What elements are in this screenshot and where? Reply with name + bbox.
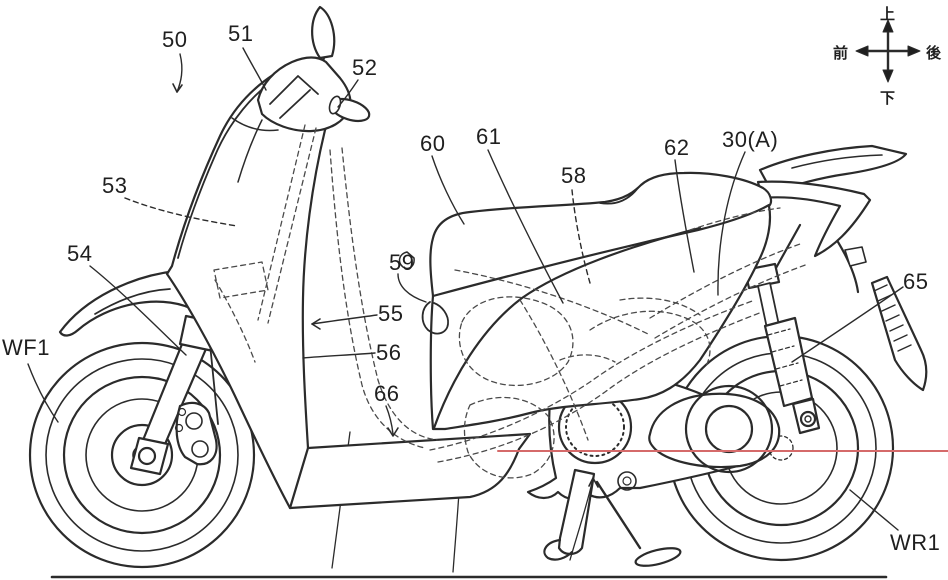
ref-label-59: 59	[389, 250, 415, 275]
compass-down-label: 下	[880, 89, 896, 107]
seat-hook	[421, 301, 449, 335]
ref-label-58: 58	[561, 163, 587, 188]
ref-label-62: 62	[664, 135, 690, 160]
floor-board	[288, 432, 532, 510]
ref-label-51: 51	[228, 21, 254, 46]
ref-label-54: 54	[67, 241, 93, 266]
rear-shock	[743, 262, 821, 435]
direction-compass	[855, 19, 921, 83]
body-swoosh	[432, 226, 702, 430]
ref-label-55: 55	[378, 301, 404, 326]
ref-label-50: 50	[162, 27, 188, 52]
leader-lines	[27, 47, 904, 531]
tail-cowl	[756, 180, 872, 258]
grab-rail	[756, 144, 908, 294]
compass-rear-label: 後	[926, 44, 942, 62]
ref-label-56: 56	[376, 340, 402, 365]
rear-body	[398, 171, 773, 431]
front-body	[165, 60, 334, 510]
mirror	[311, 5, 336, 60]
handlebar-area	[256, 5, 371, 133]
ref-label-60: 60	[420, 131, 446, 156]
rear-mudflap	[870, 275, 928, 392]
ref-label-WF1: WF1	[2, 335, 50, 360]
ref-label-52: 52	[352, 55, 378, 80]
ref-label-53: 53	[102, 173, 128, 198]
compass-front-label: 前	[833, 44, 849, 62]
ref-label-66: 66	[374, 381, 400, 406]
brake-caliper	[175, 401, 218, 466]
ref-label-WR1: WR1	[890, 530, 941, 555]
ref-label-30A: 30(A)	[722, 127, 779, 152]
center-stand	[543, 468, 682, 567]
seat-step	[599, 187, 639, 205]
seat-bottom-line	[431, 203, 771, 298]
ref-label-61: 61	[476, 124, 502, 149]
ref-label-65: 65	[903, 269, 929, 294]
compass-up-label: 上	[880, 5, 896, 23]
